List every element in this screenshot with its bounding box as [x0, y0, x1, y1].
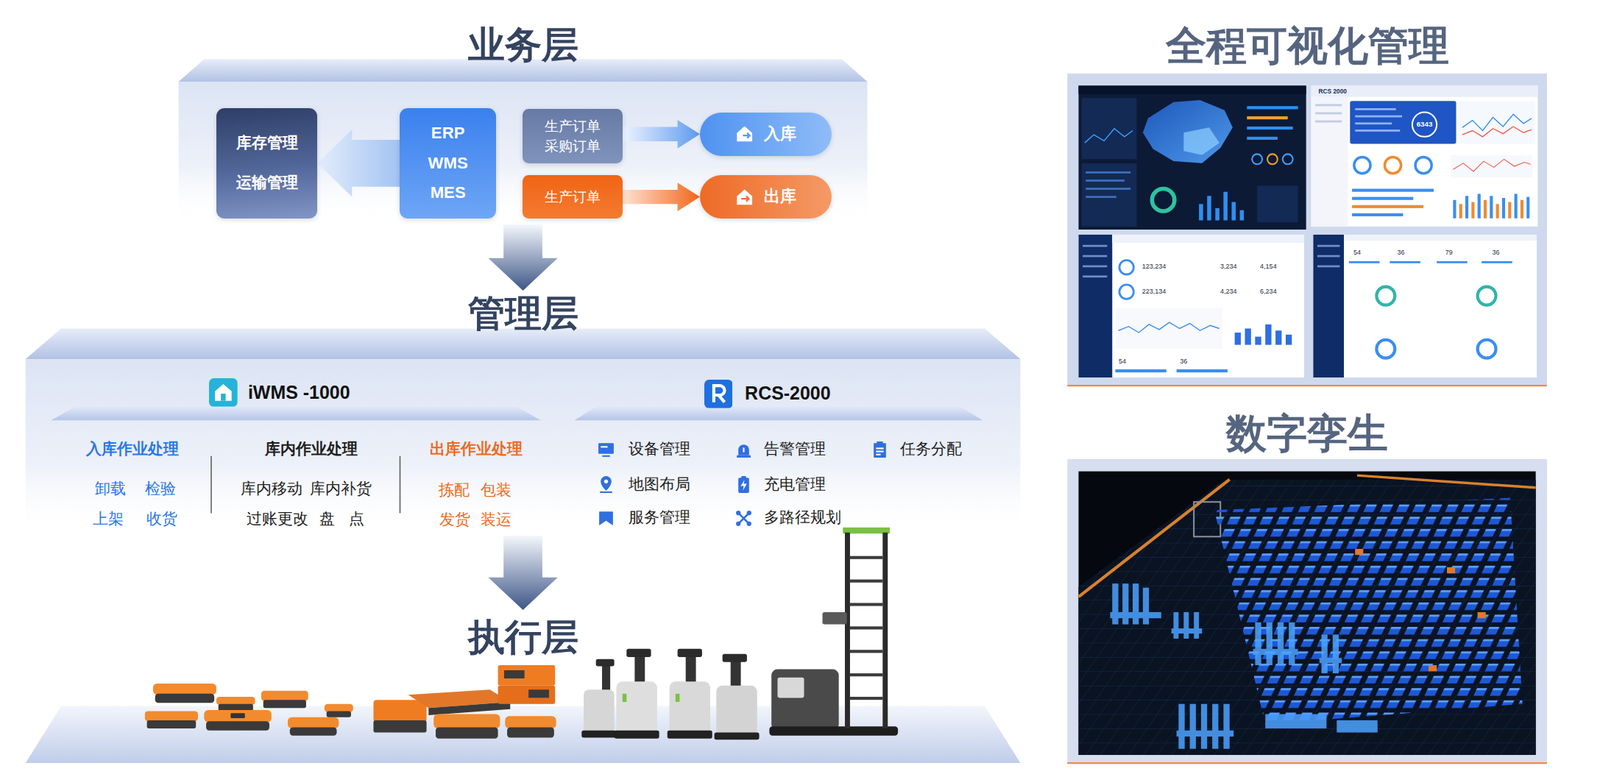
screen-figure: 123,234	[1142, 263, 1167, 271]
panel-title: 全程可视化管理	[1165, 21, 1450, 71]
flow-arrow	[317, 129, 400, 198]
system-box: ERP WMS MES	[399, 108, 496, 219]
module-item: 库内补货	[309, 480, 372, 500]
module-item: 充电管理	[763, 475, 826, 495]
pill-label: 出库	[763, 186, 797, 207]
flow-arrow	[622, 119, 700, 149]
module-item: 多路径规划	[763, 508, 842, 528]
module-item: 发货	[439, 510, 471, 530]
module-item: 收货	[146, 510, 178, 530]
layer-title: 执行层	[468, 616, 579, 661]
icon-symbol	[734, 475, 753, 494]
order-box: 生产订单	[522, 175, 623, 218]
module-title: RCS-2000	[744, 382, 831, 405]
stock-pill: 入库	[699, 112, 832, 157]
module-title: iWMS -1000	[248, 381, 351, 405]
icon-symbol	[596, 509, 616, 528]
screen-figure: 36	[1179, 358, 1188, 366]
box-label: 运输管理	[236, 173, 299, 193]
module-item: 设备管理	[628, 440, 691, 460]
icon-symbol	[596, 475, 616, 494]
module-item: 盘 点	[319, 510, 366, 530]
panel-title: 数字孪生	[1226, 409, 1389, 459]
module-item: 检验	[144, 480, 176, 500]
module-panel: iWMS -1000 入库作业处理卸载检验上架 收货 库内作业处理库内移动库内补货过账…	[50, 377, 541, 533]
box-label: 生产订单	[544, 188, 601, 206]
icon-symbol	[734, 440, 753, 460]
module-item: 拣配	[438, 481, 470, 501]
screen-figure: 4,234	[1220, 288, 1238, 296]
screen-figure: 36	[1492, 249, 1500, 257]
order-box: 生产订单采购订单	[522, 108, 623, 163]
module-item: 过账更改	[246, 510, 309, 530]
flow-arrow	[487, 535, 558, 611]
column-head: 库内作业处理	[264, 440, 358, 460]
icon-symbol	[704, 379, 734, 409]
icon-symbol	[735, 186, 756, 208]
icon-use	[738, 476, 750, 494]
pill-label: 入库	[763, 124, 797, 145]
box-label: 库存管理	[236, 133, 299, 154]
system-box: 库存管理运输管理	[216, 108, 318, 219]
screen-figure: 223,134	[1142, 288, 1167, 296]
screen-figure: 6343	[1416, 120, 1433, 129]
box-label: MES	[430, 183, 466, 204]
module-item: 装运	[480, 510, 512, 530]
icon-use	[736, 189, 753, 205]
layer-band: 业务层库存管理运输管理ERPWMSMES生产订单采购订单入库生产订单出库	[178, 22, 868, 226]
module-item: 服务管理	[628, 508, 691, 528]
icon-use	[598, 443, 614, 458]
column-head: 入库作业处理	[86, 440, 179, 460]
flow-arrow	[487, 224, 558, 291]
box-label: 生产订单	[544, 117, 601, 135]
layer-title: 管理层	[468, 292, 579, 337]
icon-symbol	[209, 378, 238, 407]
dashboard-panel: 全程可视化管理	[1067, 20, 1548, 386]
screen-figure: 79	[1445, 249, 1453, 257]
module-item: 地图布局	[628, 475, 691, 495]
layer-title: 业务层	[468, 23, 579, 68]
icon-use	[736, 444, 751, 458]
icon-use	[735, 510, 752, 527]
icon-symbol	[734, 509, 753, 528]
box-label: 采购订单	[544, 137, 601, 155]
flow-arrow	[622, 182, 700, 212]
module-panel: RCS-2000 设备管理 告警管理 任务分配地图布局 充电管理服务管理 多路径规划	[574, 377, 984, 533]
screen-figure: RCS 2000	[1318, 88, 1347, 95]
screen-figure: 54	[1118, 358, 1127, 366]
module-item: 告警管理	[763, 440, 826, 460]
stock-pill: 出库	[699, 175, 832, 218]
icon-use	[599, 476, 613, 494]
screen-figure: 4,154	[1259, 263, 1277, 271]
box-label: ERP	[431, 123, 466, 144]
box-label: WMS	[428, 153, 469, 174]
screen-figure: 3,234	[1220, 263, 1238, 271]
icon-symbol	[596, 440, 616, 460]
screen-figure: 36	[1397, 249, 1405, 257]
icon-use	[209, 378, 238, 407]
module-item: 上架	[92, 510, 124, 530]
icon-use	[736, 126, 753, 143]
icon-use	[873, 441, 887, 458]
screen-figure: 6,234	[1259, 288, 1277, 296]
layer-band: 执行层	[25, 610, 1021, 764]
layer-band: 管理层 iWMS -1000 入库作业处理卸载检验上架 收货 库内作业处理库内移动库内补…	[25, 290, 1021, 536]
module-item: 卸载	[94, 480, 126, 500]
module-item: 任务分配	[900, 440, 962, 460]
icon-symbol	[870, 440, 890, 460]
column-head: 出库作业处理	[429, 440, 523, 460]
icon-use	[599, 511, 614, 526]
icon-use	[704, 379, 734, 409]
module-item: 包装	[480, 481, 512, 501]
screen-figure: 54	[1353, 249, 1361, 257]
module-item: 库内移动	[240, 480, 303, 500]
twin-panel: 数字孪生	[1067, 406, 1548, 766]
icon-symbol	[735, 123, 756, 145]
